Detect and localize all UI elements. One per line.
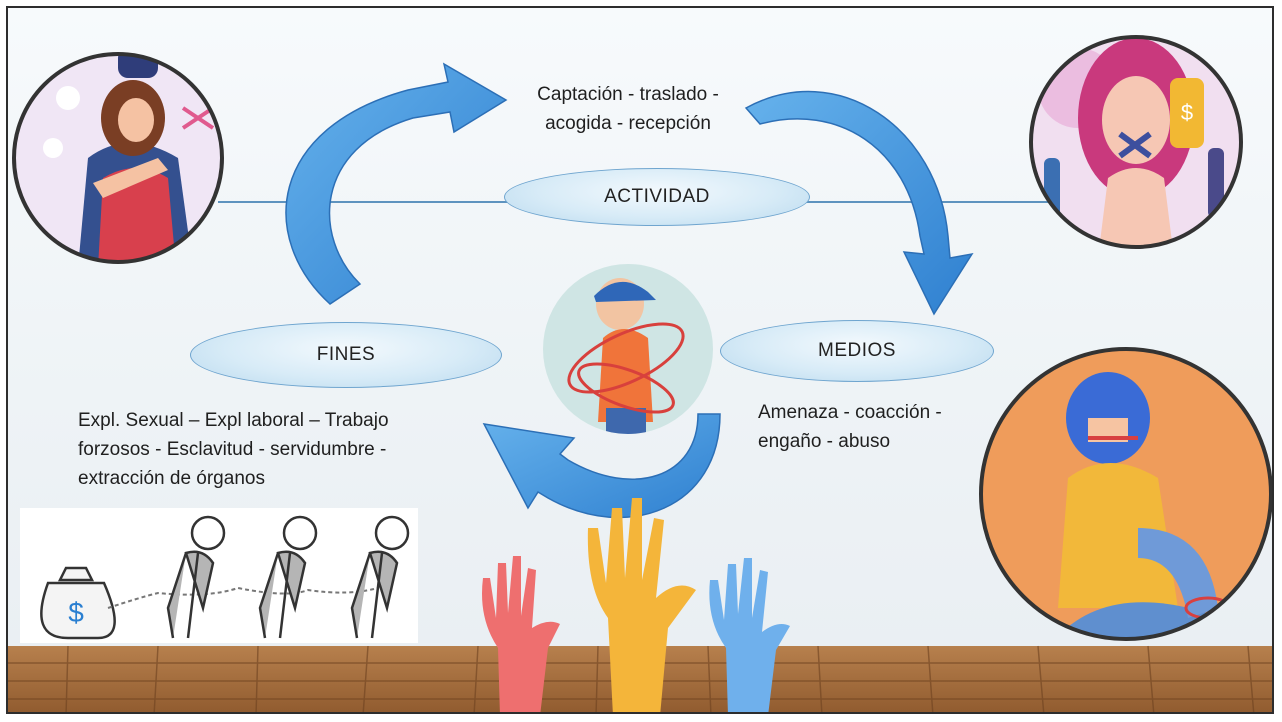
cycle-arrows xyxy=(285,62,974,519)
fines-description: Expl. Sexual – Expl laboral – Trabajo fo… xyxy=(78,406,478,493)
diagram-artwork: $ xyxy=(8,35,1272,712)
yellow-hand xyxy=(587,498,696,712)
money-bag-icon xyxy=(40,566,116,640)
infographic-frame: $ xyxy=(6,6,1274,714)
top-left-circle-illustration xyxy=(12,52,224,264)
actividad-line-1: Captación - traslado - xyxy=(537,84,719,105)
actividad-oval: ACTIVIDAD xyxy=(504,168,810,226)
medios-label: MEDIOS xyxy=(818,340,896,361)
raised-hands-illustration xyxy=(482,498,790,712)
svg-text:$: $ xyxy=(1181,100,1193,125)
actividad-line-2: acogida - recepción xyxy=(545,113,711,134)
arrow-fines-to-actividad xyxy=(285,62,508,305)
actividad-label: ACTIVIDAD xyxy=(604,186,710,207)
top-right-circle-illustration: $ xyxy=(1029,35,1243,249)
red-hand xyxy=(482,556,560,712)
blue-hand xyxy=(709,558,790,712)
medios-oval: MEDIOS xyxy=(720,320,994,382)
bottom-right-circle-illustration xyxy=(979,347,1272,641)
center-circle-illustration xyxy=(543,264,713,434)
medios-line-2: engaño - abuso xyxy=(758,431,891,452)
medios-description: Amenaza - coacción - engaño - abuso xyxy=(758,398,988,456)
actividad-description: Captación - traslado - acogida - recepci… xyxy=(508,80,748,138)
fines-label: FINES xyxy=(316,344,376,365)
money-bag-symbol: $ xyxy=(68,597,84,628)
arrow-actividad-to-medios xyxy=(744,90,974,316)
arrow-medios-to-fines xyxy=(482,413,721,519)
fines-line-2: forzosos - Esclavitud - servidumbre - xyxy=(78,439,387,460)
fines-line-1: Expl. Sexual – Expl laboral – Trabajo xyxy=(78,410,389,431)
fines-oval: FINES xyxy=(190,322,502,388)
medios-line-1: Amenaza - coacción - xyxy=(758,402,942,423)
fines-line-3: extracción de órganos xyxy=(78,468,265,489)
chained-figures-illustration xyxy=(20,508,418,643)
